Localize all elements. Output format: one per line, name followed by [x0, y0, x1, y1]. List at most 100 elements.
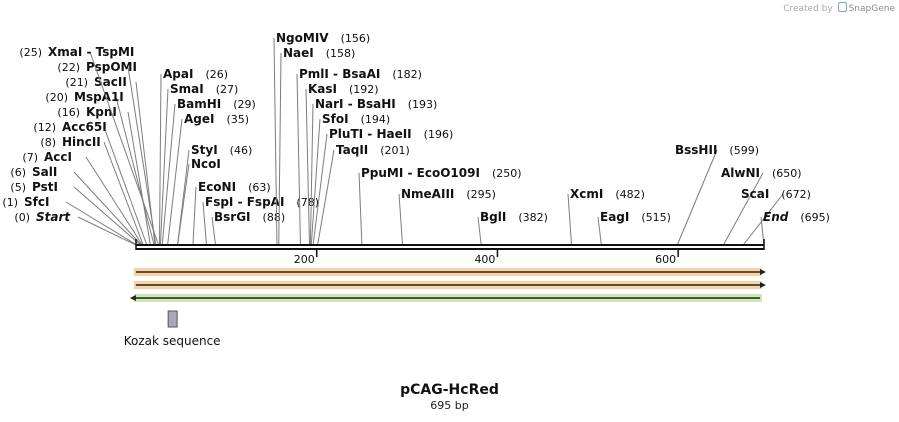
site-position-ngomiv: (156) [341, 32, 371, 45]
site-label-ppumi: PpuMI - EcoO109I [361, 166, 480, 180]
credit-prefix: Created by [783, 4, 833, 14]
site-position-end: (695) [800, 211, 830, 224]
site-label-alwni: AlwNI [721, 166, 760, 180]
site-eagi: EagI(515) [600, 210, 671, 224]
cut-site-line-sfci [65, 201, 138, 246]
site-label-nmeaiii: NmeAIII [401, 187, 454, 201]
site-kasi: KasI(192) [308, 82, 379, 96]
site-pspomi: PspOMI (22) [57, 60, 137, 74]
site-pluti: PluTI - HaeII (196) [329, 127, 453, 141]
cut-site-line-eagi [597, 216, 602, 246]
site-naei: NaeI(158) [283, 46, 355, 60]
site-position-apai: (26) [205, 68, 228, 81]
site-label-sfoi: SfoI [322, 112, 349, 126]
cut-site-line-fspi [202, 201, 207, 246]
site-label-pluti: PluTI - HaeII [329, 127, 412, 141]
site-label-taqii: TaqII [336, 143, 368, 157]
site-position-acc65i: (12) [33, 121, 56, 134]
cut-site-line-acc65i [103, 126, 148, 246]
site-position-acci: (7) [22, 151, 38, 164]
cut-site-line-econi [192, 186, 197, 246]
cut-site-line-kpni [127, 111, 151, 246]
site-bsshii: BssHII(599) [675, 143, 759, 157]
cut-site-line-pmli [296, 73, 301, 246]
cut-site-line-start [77, 216, 137, 246]
site-label-mspa1i: MspA1I [74, 90, 124, 104]
cut-site-line-bsshii [676, 149, 718, 246]
site-label-nari: NarI - BsaHI [315, 97, 396, 111]
cut-site-line-ppumi [358, 172, 363, 246]
site-acc65i: Acc65I(12) [33, 120, 106, 134]
cut-site-line-alwni [722, 172, 764, 246]
track-arrowhead-2 [760, 282, 766, 288]
site-position-xmai: (25) [19, 46, 42, 59]
site-label-pspomi: PspOMI [86, 60, 137, 74]
site-position-psti: (5) [10, 181, 26, 194]
site-label-kasi: KasI [308, 82, 337, 96]
site-label-hincii: HincII [62, 135, 101, 149]
cut-site-line-pluti [312, 133, 328, 246]
site-label-styi: StyI [191, 143, 218, 157]
site-label-bgli: BglI [480, 210, 506, 224]
site-position-start: (0) [14, 211, 30, 224]
site-label-econi: EcoNI [198, 180, 236, 194]
site-sfoi: SfoI (194) [322, 112, 390, 126]
site-sali: SalI (6) [10, 165, 57, 179]
site-position-pmli: (182) [392, 68, 422, 81]
cut-site-line-bamhi [161, 103, 176, 246]
site-position-sali: (6) [10, 166, 26, 179]
site-label-kpni: KpnI [86, 105, 117, 119]
site-position-hincii: (8) [40, 136, 56, 149]
site-label-ngomiv: NgoMIV [276, 31, 329, 45]
site-position-bamhi: (29) [233, 98, 256, 111]
site-smai: SmaI(27) [170, 82, 238, 96]
site-label-start: Start [36, 210, 71, 224]
site-position-ppumi: (250) [492, 167, 522, 180]
cut-site-line-ngomiv [273, 37, 278, 246]
site-label-ncoi: NcoI [191, 157, 221, 171]
site-position-bsrgi: (88) [263, 211, 286, 224]
site-label-psti: PstI [32, 180, 58, 194]
credit-brand: SnapGene [848, 4, 895, 14]
track-arrowhead-3 [129, 295, 136, 301]
feature-box-kozak [167, 310, 178, 328]
site-position-sfci: (1) [2, 196, 18, 209]
site-position-alwni: (650) [772, 167, 802, 180]
site-position-nari: (193) [408, 98, 438, 111]
site-label-sali: SalI [32, 165, 57, 179]
site-econi: EcoNI(63) [198, 180, 271, 194]
site-label-bsrgi: BsrGI [214, 210, 251, 224]
site-label-fspi: FspI - FspAI [205, 195, 284, 209]
site-pmli: PmlI - BsaAI (182) [299, 67, 422, 81]
ruler-tick-label-200: 200 [294, 253, 315, 266]
site-hincii: HincII (8) [40, 135, 100, 149]
site-sfci: SfcI(1) [2, 195, 49, 209]
site-label-xcmi: XcmI [570, 187, 603, 201]
site-bsrgi: BsrGI (88) [214, 210, 285, 224]
cut-site-line-xcmi [567, 193, 573, 246]
site-position-scai: (672) [781, 188, 811, 201]
site-position-agei: (35) [226, 113, 249, 126]
cut-site-line-acci [85, 156, 143, 246]
cut-site-line-agei [167, 118, 183, 246]
site-position-pspomi: (22) [57, 61, 80, 74]
cut-site-line-kasi [305, 88, 310, 246]
site-label-pmli: PmlI - BsaAI [299, 67, 380, 81]
site-taqii: TaqII(201) [336, 143, 410, 157]
site-label-apai: ApaI [163, 67, 193, 81]
site-position-kpni: (16) [57, 106, 80, 119]
track-arrowhead-1 [760, 269, 766, 275]
ruler-tick-label-400: 400 [474, 253, 495, 266]
cut-site-line-apai [158, 73, 162, 246]
site-position-nmeaiii: (295) [466, 188, 496, 201]
site-label-bsshii: BssHII [675, 143, 717, 157]
site-label-naei: NaeI [283, 46, 314, 60]
site-position-sfoi: (194) [361, 113, 391, 126]
cut-site-line-pspomi [127, 66, 157, 246]
site-position-pluti: (196) [424, 128, 454, 141]
site-label-xmai: XmaI - TspMI [48, 45, 134, 59]
cut-site-line-nmeaiii [398, 193, 404, 246]
site-scai: ScaI(672) [741, 187, 811, 201]
cut-site-line-sfoi [310, 118, 321, 246]
site-sacii: SacII(21) [65, 75, 126, 89]
